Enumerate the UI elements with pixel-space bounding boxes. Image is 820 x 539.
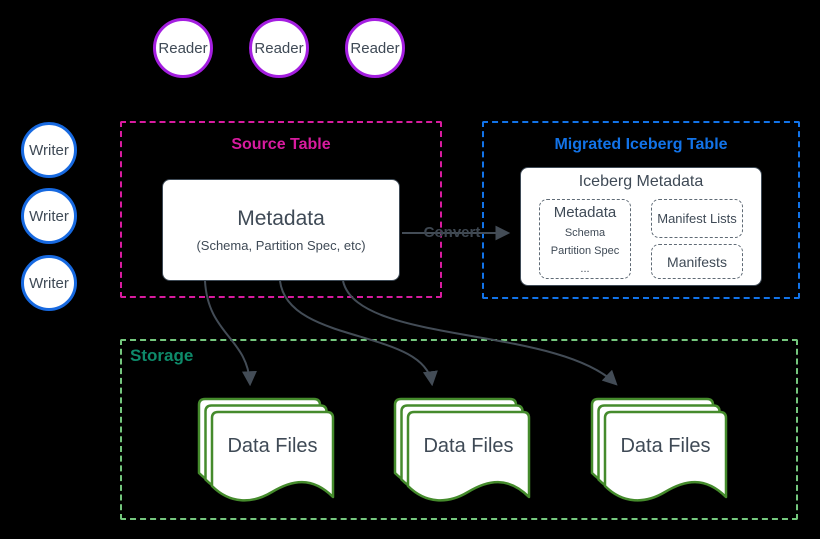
reader-label: Reader [254,39,304,57]
source-metadata-box: Metadata (Schema, Partition Spec, etc) [162,179,400,281]
data-files-stack: Data Files [197,397,335,508]
writer-node: Writer [21,122,77,178]
metadata-files-item-ellipsis: ... [580,262,590,275]
reader-label: Reader [158,39,208,57]
reader-node: Reader [153,18,213,78]
convert-arrow-label: Convert [423,224,481,241]
metadata-files-item-schema: Schema [564,226,606,239]
data-files-stack: Data Files [590,397,728,508]
reader-node: Reader [345,18,405,78]
writer-label: Writer [29,207,69,225]
reader-label: Reader [350,39,400,57]
manifest-lists-label: Manifest Lists [657,211,737,226]
writer-label: Writer [29,141,69,159]
iceberg-metadata-files-box: Metadata Schema Partition Spec ... [539,199,631,279]
migrated-iceberg-table-title: Migrated Iceberg Table [554,136,728,153]
iceberg-metadata-box: Iceberg Metadata Metadata Schema Partiti… [520,167,762,286]
storage-title: Storage [130,346,194,365]
source-metadata-subtitle: (Schema, Partition Spec, etc) [196,238,366,253]
iceberg-metadata-title: Iceberg Metadata [578,173,704,190]
reader-node: Reader [249,18,309,78]
writer-label: Writer [29,274,69,292]
source-table-title: Source Table [231,136,331,153]
document-stack-icon [393,397,531,502]
metadata-files-item-partition-spec: Partition Spec [550,244,620,257]
manifest-lists-box: Manifest Lists [651,199,743,238]
document-stack-icon [197,397,335,502]
document-stack-icon [590,397,728,502]
data-files-label: Data Files [620,434,711,457]
data-files-label: Data Files [227,434,318,457]
manifests-label: Manifests [667,253,727,270]
writer-node: Writer [21,188,77,244]
metadata-files-title: Metadata [553,203,617,221]
manifests-box: Manifests [651,244,743,279]
migrated-iceberg-table-group: Migrated Iceberg Table [482,121,800,299]
data-files-stack: Data Files [393,397,531,508]
writer-node: Writer [21,255,77,311]
data-files-label: Data Files [423,434,514,457]
source-metadata-title: Metadata [237,207,325,230]
